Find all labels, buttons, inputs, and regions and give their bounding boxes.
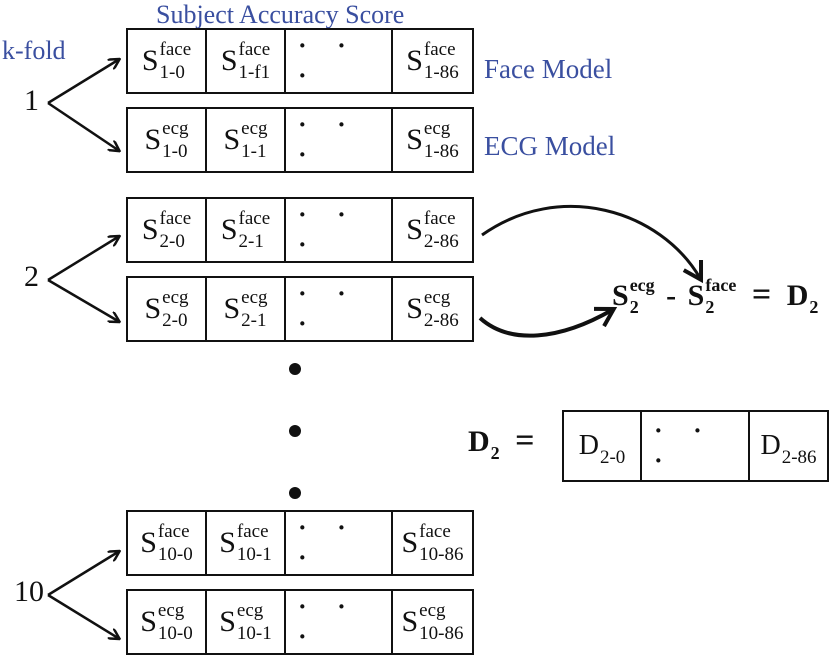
ellipsis-cell: · · · (286, 512, 393, 574)
vertical-ellipsis-dot (289, 425, 301, 437)
d-cell-ellipsis: · · · (642, 412, 750, 480)
fold-1-arrow-ecg (47, 101, 118, 150)
face-to-equation-arrow (481, 204, 700, 278)
ellipsis-cell: · · · (286, 591, 393, 653)
d-vector-box: D 2-0 · · · D 2-86 (562, 410, 829, 482)
fold-2-arrow-ecg (47, 278, 118, 321)
fold-1-arrow-face (47, 60, 118, 105)
ellipsis-cell: · · · (286, 109, 393, 171)
ecg-model-label: ECG Model (484, 131, 616, 161)
fold-10-arrow-ecg (47, 593, 118, 638)
vertical-ellipsis-dot (289, 363, 301, 375)
fold-2-arrow-face (47, 237, 118, 282)
fold-label-2: 2 (24, 260, 39, 293)
face-model-label: Face Model (484, 54, 613, 84)
ellipsis-cell: · · · (286, 278, 393, 340)
chart-title: Subject Accuracy Score (156, 0, 405, 29)
ecg-to-equation-arrow (478, 310, 612, 338)
ellipsis-cell: · · · (286, 199, 393, 261)
fold-label-1: 1 (24, 84, 39, 117)
d-cell: D 2-0 (564, 412, 642, 480)
d-cell: D 2-86 (760, 430, 817, 468)
vertical-ellipsis-dot (289, 487, 301, 499)
fold-label-10: 10 (14, 575, 44, 608)
minus-sign: - (666, 279, 677, 312)
ellipsis-cell: · · · (286, 30, 393, 92)
kfold-label: k-fold (2, 36, 66, 65)
d-vector-lhs: D 2 = (468, 422, 535, 463)
fold-10-arrow-face (47, 552, 118, 597)
equals-sign: = (751, 276, 772, 313)
